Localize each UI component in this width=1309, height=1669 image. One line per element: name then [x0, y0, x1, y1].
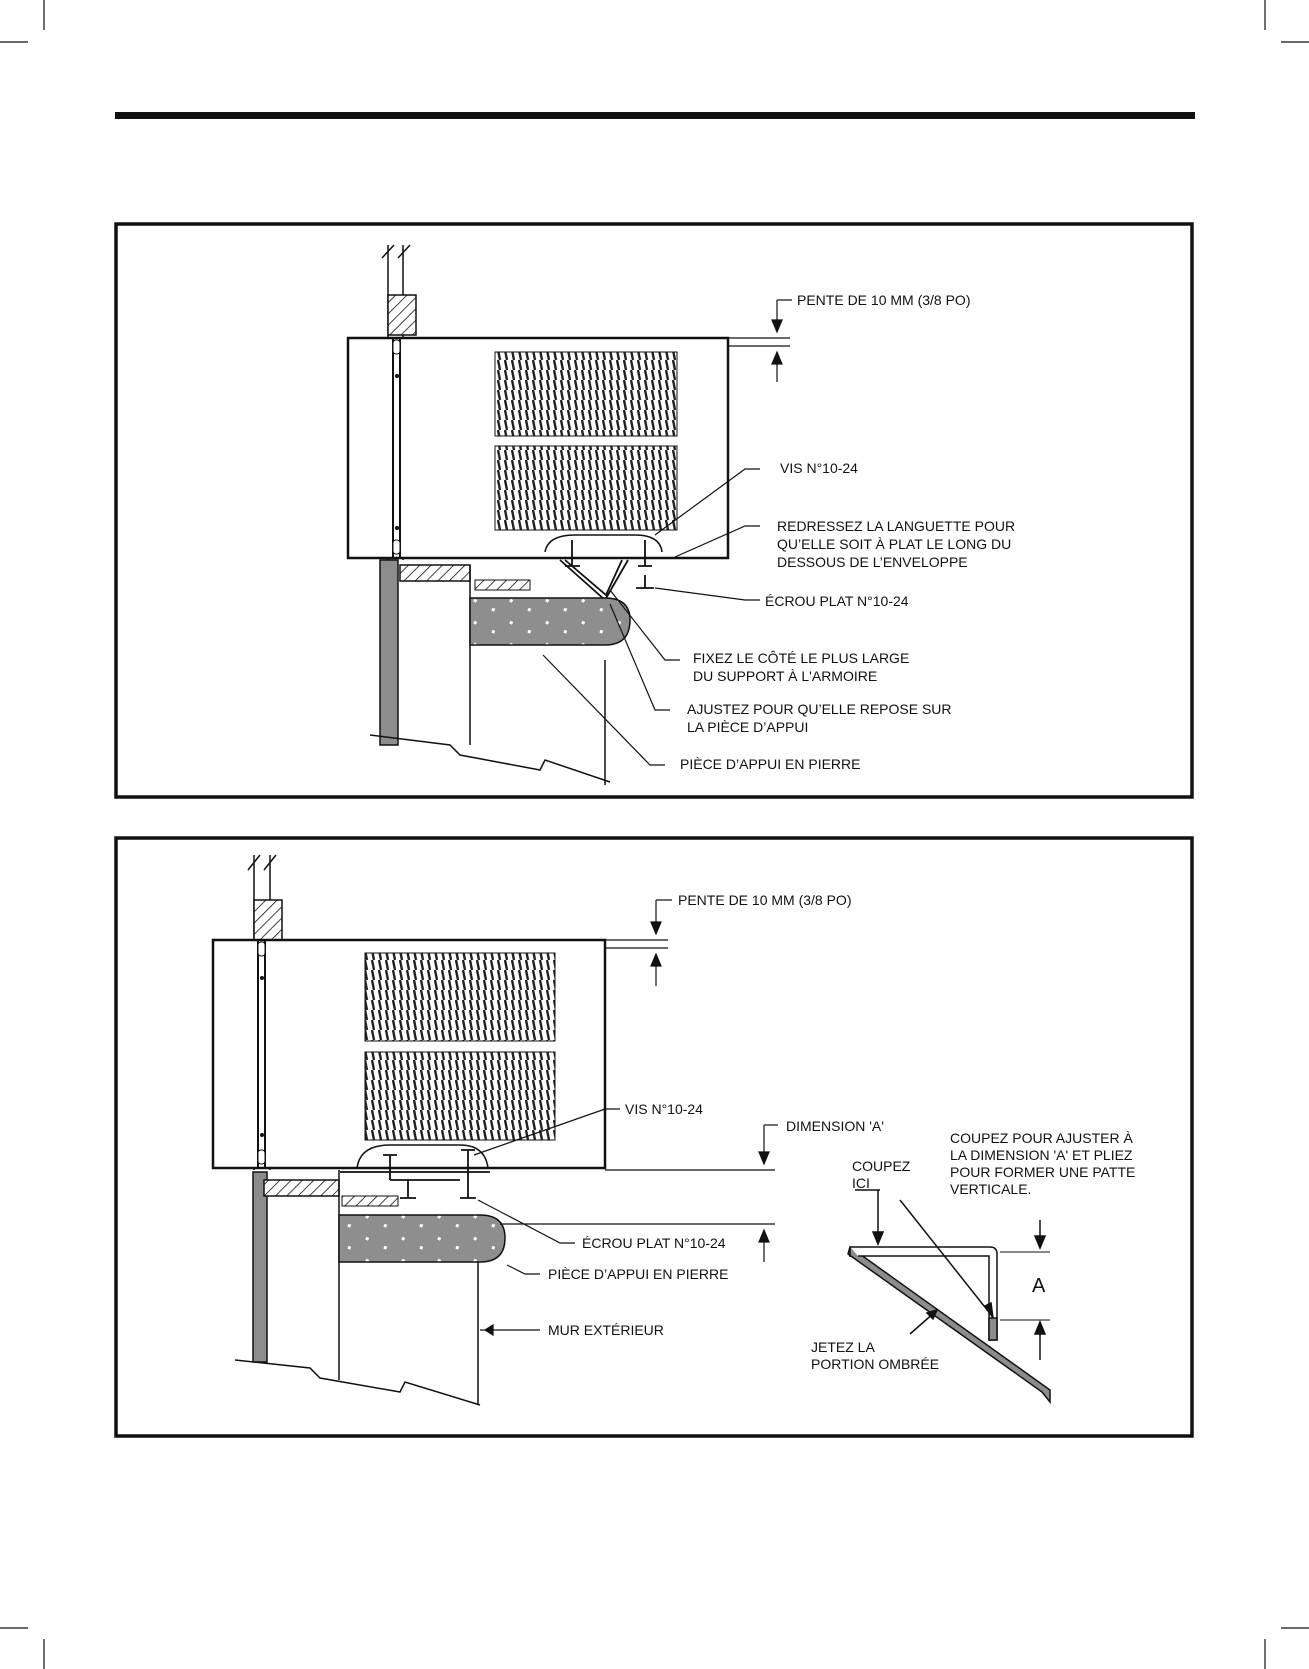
header-rule: [115, 112, 1195, 119]
jetez-label: JETEZ LA PORTION OMBRÉE: [811, 1339, 939, 1372]
dimension-a-marks: [500, 1124, 778, 1262]
leaders-1: [542, 468, 760, 766]
stone-sill-1: [469, 579, 631, 646]
dimension-label: DIMENSION 'A': [786, 1118, 884, 1134]
slope-dimension-1: [403, 299, 792, 382]
ecrou-label-1: ÉCROU PLAT N°10-24: [765, 593, 909, 609]
redressez-label: REDRESSEZ LA LANGUETTE POUR QU’ELLE SOIT…: [777, 518, 1019, 570]
ac-cabinet-2: [211, 938, 607, 1170]
panel-2-frame: [114, 836, 1194, 1438]
vis-label-1: VIS N°10-24: [780, 460, 858, 476]
ajustez-label: AJUSTEZ POUR QU’ELLE REPOSE SUR LA PIÈCE…: [687, 701, 955, 735]
mur-label: MUR EXTÉRIEUR: [548, 1322, 664, 1338]
window-frame-2: [234, 854, 481, 1406]
panel-2: PENTE DE 10 MM (3/8 PO) VIS N°10-24 DIME…: [114, 836, 1194, 1438]
support-bracket-2: [340, 1149, 490, 1199]
piece-label-1: PIÈCE D’APPUI EN PIERRE: [680, 756, 861, 772]
fixez-label: FIXEZ LE CÔTÉ LE PLUS LARGE DU SUPPORT À…: [693, 650, 913, 684]
bracket-detail: [847, 1189, 1051, 1405]
piece-label-2: PIÈCE D’APPUI EN PIERRE: [548, 1266, 729, 1282]
dimension-a-letter: A: [1032, 1275, 1046, 1297]
coupez-ici-label: COUPEZ ICI: [852, 1158, 914, 1191]
coupez-pour-label: COUPEZ POUR AJUSTER À LA DIMENSION 'A' E…: [950, 1130, 1139, 1197]
panel-1-frame: [114, 222, 1194, 799]
pente-label-2: PENTE DE 10 MM (3/8 PO): [678, 892, 851, 908]
stone-sill-2: [338, 1195, 506, 1263]
pente-label-1: PENTE DE 10 MM (3/8 PO): [797, 292, 970, 308]
slope-dimension-2: [282, 899, 672, 986]
vis-label-2: VIS N°10-24: [625, 1101, 703, 1117]
panel-1: PENTE DE 10 MM (3/8 PO) VIS N°10-24 REDR…: [114, 222, 1194, 799]
ecrou-label-2: ÉCROU PLAT N°10-24: [582, 1235, 726, 1251]
ac-cabinet-1: [346, 336, 730, 560]
leaders-2: [473, 1108, 620, 1337]
